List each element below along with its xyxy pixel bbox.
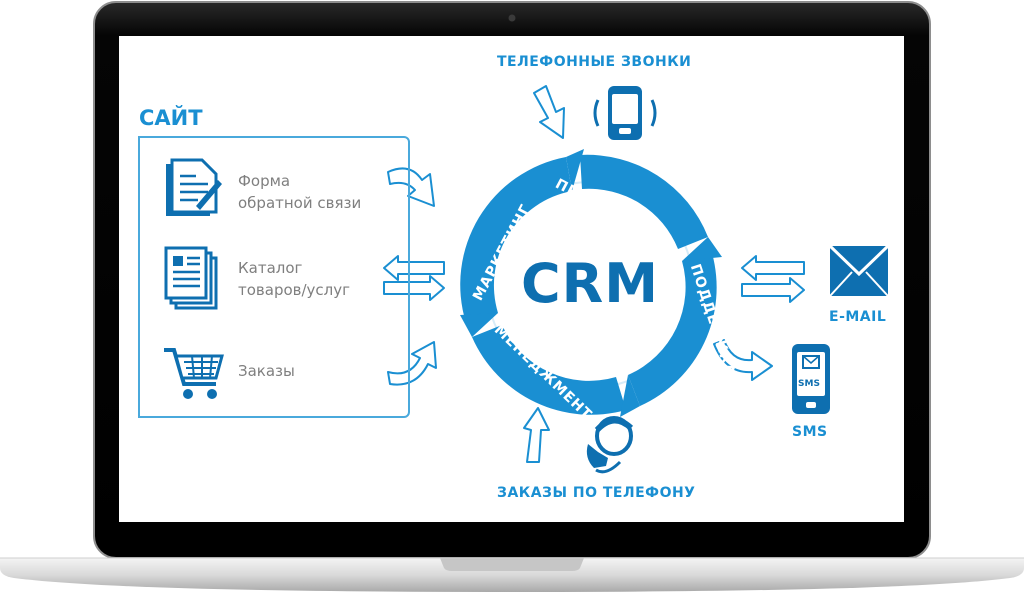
arrow-orders [523, 407, 550, 463]
webcam [508, 14, 516, 22]
mobile-phone-icon [593, 86, 657, 140]
site-item-catalog: Каталог товаров/услуг [238, 257, 350, 301]
sms-phone-icon [792, 344, 830, 414]
site-item-form: Форма обратной связи [238, 170, 361, 214]
segment-management [472, 325, 626, 415]
segment-sales [580, 154, 708, 249]
laptop-base [0, 558, 1024, 592]
screen [119, 36, 904, 522]
arrow-email-right [741, 277, 805, 303]
email-label: E-MAIL [829, 309, 887, 325]
site-item-catalog-line1: Каталог [238, 259, 303, 277]
trackpad-notch [440, 558, 584, 571]
site-item-orders: Заказы [238, 360, 295, 382]
arrows [383, 85, 805, 463]
arrow-email-left [741, 255, 805, 281]
operator-icon [586, 416, 634, 474]
arrow-calls [533, 85, 565, 139]
crm-center-label: CRM [521, 252, 659, 315]
phone-calls-label: ТЕЛЕФОННЫЕ ЗВОНКИ [497, 54, 692, 70]
envelope-icon [828, 244, 890, 297]
segment-marketing [460, 157, 572, 323]
arrow-cart [387, 341, 437, 386]
arrow-sms [713, 339, 773, 381]
form-document-icon [166, 158, 222, 216]
segment-support [628, 253, 717, 406]
site-box [138, 136, 410, 418]
crm-ring [460, 149, 722, 417]
site-item-orders-line1: Заказы [238, 362, 295, 380]
site-item-form-line2: обратной связи [238, 194, 362, 212]
shopping-cart-icon [164, 348, 224, 399]
site-item-form-line1: Форма [238, 172, 291, 190]
arrow-catalog-right [383, 275, 445, 301]
phone-orders-label: ЗАКАЗЫ ПО ТЕЛЕФОНУ [497, 485, 696, 501]
sms-label: SMS [792, 424, 828, 440]
site-title: САЙТ [139, 106, 203, 130]
catalog-pages-icon [164, 246, 218, 310]
arrow-catalog-left [383, 255, 445, 281]
arrow-form [387, 167, 435, 207]
site-item-catalog-line2: товаров/услуг [238, 281, 351, 299]
sms-screen-text: SMS [798, 379, 820, 389]
